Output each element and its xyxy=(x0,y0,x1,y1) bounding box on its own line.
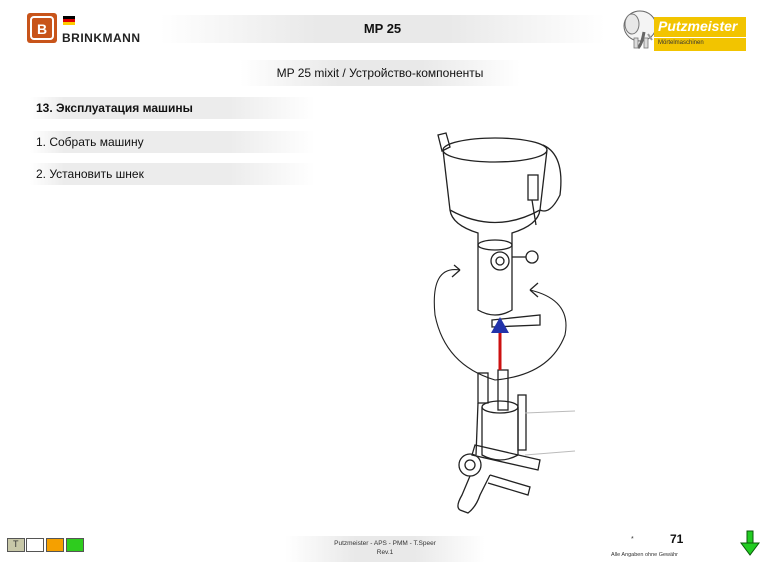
page-subtitle: MP 25 mixit / Устройство-компоненты xyxy=(276,66,484,80)
section-title: 13. Эксплуатация машины xyxy=(30,97,315,119)
machine-drawing xyxy=(433,132,576,514)
putzmeister-name: Putzmeister xyxy=(658,18,738,34)
color-swatch[interactable] xyxy=(26,538,44,552)
color-swatch[interactable] xyxy=(66,538,84,552)
german-flag-icon xyxy=(63,16,75,25)
next-slide-arrow-icon[interactable] xyxy=(739,530,761,556)
brand-name: BRINKMANN xyxy=(62,31,141,45)
brinkmann-logo: B xyxy=(27,13,57,43)
step-item: 1. Собрать машину xyxy=(30,131,315,153)
color-swatch[interactable] xyxy=(46,538,64,552)
swatch-label: T xyxy=(13,539,19,549)
elephant-icon xyxy=(623,10,746,51)
putzmeister-logo: Putzmeister Mörtelmaschinen xyxy=(618,4,748,52)
footer-line1: Putzmeister - APS - PMM - T.Speer xyxy=(334,540,436,547)
putzmeister-sub: Mörtelmaschinen xyxy=(658,40,704,46)
footer-bar xyxy=(285,536,485,562)
title-bar xyxy=(160,15,605,43)
star-marker: * xyxy=(631,536,634,543)
brinkmann-logo-icon: B xyxy=(30,16,54,40)
section-title-text: 13. Эксплуатация машины xyxy=(36,101,193,115)
step-text: 2. Установить шнек xyxy=(36,167,144,181)
page-number: 71 xyxy=(670,532,684,546)
step-text: 1. Собрать машину xyxy=(36,135,144,149)
subtitle-bar xyxy=(240,60,520,86)
footer-line2: Rev.1 xyxy=(376,549,394,556)
page-title: MP 25 xyxy=(363,21,402,36)
disclaimer: Alle Angaben ohne Gewähr xyxy=(611,552,678,558)
svg-text:B: B xyxy=(37,21,47,37)
step-item: 2. Установить шнек xyxy=(30,163,315,185)
footer-text: Putzmeister - APS - PMM - T.Speer Rev.1 xyxy=(285,539,485,557)
color-swatch[interactable]: T xyxy=(7,538,25,552)
arrow-head-icon xyxy=(491,317,509,333)
